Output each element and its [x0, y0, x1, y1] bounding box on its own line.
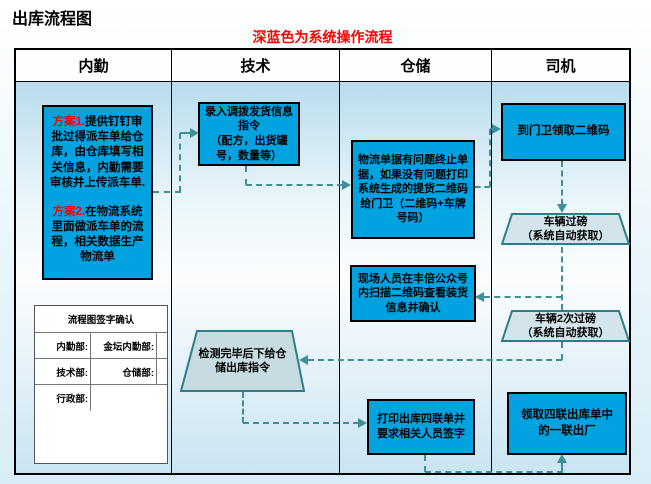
signoff-label: 技术部: [56, 367, 88, 379]
plan2-label: 方案2. [52, 205, 86, 218]
lane-header-neiqin: 内勤 [16, 50, 172, 82]
lane-divider [339, 82, 340, 473]
signoff-title: 流程图签字确认 [35, 306, 167, 333]
arrowhead-left-icon [475, 292, 484, 302]
connector-plan-to-entry [179, 133, 181, 192]
plan1-text: 方案1.提供钉钉审批过得派车单给仓库，由仓库填写相关信息，内勤需要审核并上传派车… [49, 116, 146, 189]
connector-weigh2-to-inspect [308, 359, 562, 361]
signoff-signature-cell [90, 333, 101, 358]
node-qr-print-box: 物流单据有问题终止单据，如果没有问题打印系统生成的提货二维码给门卫（二维码+车牌… [351, 140, 475, 239]
signoff-signature-cell [90, 359, 101, 384]
connector-qrprint-to-getqr [490, 128, 493, 130]
lane-header-jishu: 技术 [172, 50, 340, 82]
connector-qrprint-to-getqr [489, 129, 491, 187]
entry-line2: （配方，出货罐号，数量等） [210, 135, 288, 162]
signoff-signature-cell [156, 333, 167, 358]
signoff-table: 流程图签字确认 内勤部: 金坛内勤部: 技术部: 仓储部: 行政部: [34, 305, 168, 464]
arrowhead-right-icon [492, 124, 501, 134]
plan1-label: 方案1. [52, 116, 86, 128]
lane-header-siji: 司机 [492, 50, 629, 82]
connector-printfour-to-exit [561, 462, 563, 472]
connector-inspect-to-printfour [243, 422, 359, 424]
node-exit-factory-box: 领取四联出库单中的一联出厂 [507, 392, 627, 455]
entry-line1: 录入调拨发货信息指令 [205, 105, 293, 133]
arrowhead-right-icon [342, 180, 351, 190]
weigh1-line1: 车辆过磅 [543, 215, 588, 228]
node-scan-confirm-box: 现场人员在丰倍公众号内扫描二维码查看装货信息并确认 [350, 265, 476, 322]
arrowhead-up-icon [557, 454, 567, 463]
weigh2-line1: 车辆2次过磅 [534, 312, 597, 325]
lane-header-row: 内勤 技术 仓储 司机 [16, 50, 629, 82]
arrowhead-left-icon [299, 355, 308, 365]
signoff-row: 金坛内勤部: [101, 333, 167, 359]
lane-divider [491, 82, 492, 473]
signoff-label: 金坛内勤部: [103, 341, 154, 353]
lane-divider [171, 82, 172, 473]
trapezoid-shape-icon [180, 330, 305, 392]
inspect-text: 检测完毕后下给仓储出库指令 [198, 347, 287, 374]
signoff-row: 仓储部: [101, 359, 167, 385]
trapezoid-shape-icon [501, 213, 630, 245]
plan2-text: 方案2.在物流系统里面做派车单的流程，相关数据生产物流单 [51, 205, 144, 264]
signoff-signature-cell [156, 359, 167, 384]
arrowhead-right-icon [358, 418, 367, 428]
weigh1-text: 车辆过磅 （系统自动获取） [501, 213, 630, 245]
swimlane-table: 内勤 技术 仓储 司机 方案1.提供钉钉审批过得派车单给仓库，由仓库填写相关信息… [14, 48, 631, 475]
connector-entry-to-qrprint [246, 184, 343, 186]
node-weigh1-trapezoid: 车辆过磅 （系统自动获取） [501, 213, 630, 245]
connector-weigh1-to-weigh2 [561, 247, 563, 310]
connector-printfour-to-exit [425, 471, 563, 473]
weigh1-line2: （系统自动获取） [521, 230, 610, 242]
connector-printfour-to-exit [424, 455, 426, 472]
lane-header-cangchu: 仓储 [340, 50, 492, 82]
weigh2-line2: （系统自动获取） [521, 327, 610, 339]
connector-weigh2-to-inspect [561, 342, 563, 360]
node-dispatch-plan-box: 方案1.提供钉钉审批过得派车单给仓库，由仓库填写相关信息，内勤需要审核并上传派车… [42, 105, 153, 280]
connector-inspect-to-printfour [242, 392, 244, 423]
node-get-qr-box: 到门卫领取二维码 [501, 103, 626, 161]
signoff-row: 技术部: [35, 359, 101, 385]
weigh2-text: 车辆2次过磅 （系统自动获取） [501, 310, 630, 342]
legend-note: 深蓝色为系统操作流程 [252, 29, 393, 45]
signoff-signature-cell [90, 385, 101, 411]
arrowhead-down-icon [557, 204, 567, 213]
node-inspect-trapezoid: 检测完毕后下给仓储出库指令 [180, 330, 305, 392]
node-entry-order-box: 录入调拨发货信息指令 （配方，出货罐号，数量等） [198, 102, 300, 166]
signoff-label: 内勤部: [56, 341, 88, 353]
signoff-row: 行政部: [35, 385, 101, 411]
arrowhead-right-icon [190, 128, 199, 138]
trapezoid-shape-icon [501, 310, 630, 342]
connector-getqr-to-weigh1 [561, 161, 563, 205]
connector-weigh1-to-scan [484, 296, 562, 298]
connector-qrprint-to-getqr [475, 186, 490, 188]
signoff-label: 仓储部: [122, 367, 154, 379]
connector-entry-to-qrprint [245, 166, 247, 185]
node-weigh2-trapezoid: 车辆2次过磅 （系统自动获取） [501, 310, 630, 342]
signoff-row: 内勤部: [35, 333, 101, 359]
connector-plan-to-entry [153, 191, 181, 193]
connector-plan-to-entry [180, 132, 191, 134]
node-print-four-copy-box: 打印出库四联单并要求相关人员签字 [367, 399, 475, 455]
page-title: 出库流程图 [12, 11, 93, 28]
signoff-label: 行政部: [56, 394, 88, 405]
